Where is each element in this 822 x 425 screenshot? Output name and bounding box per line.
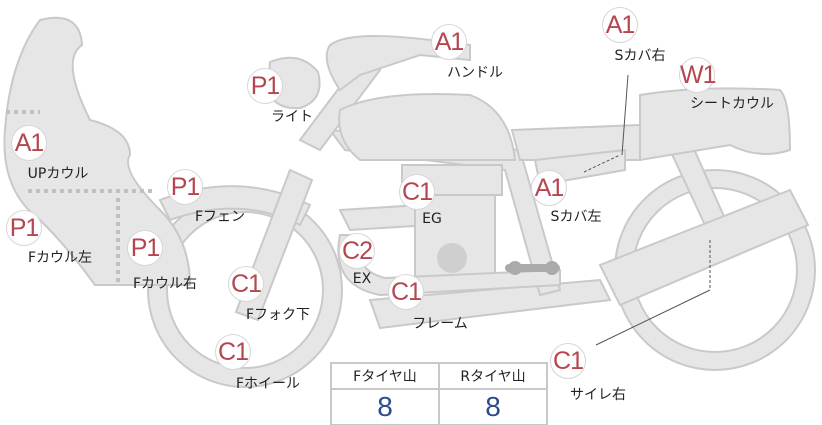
grade-badge: A1: [531, 170, 567, 206]
fuel-tank: [338, 93, 517, 161]
grade-badge: W1: [679, 57, 717, 93]
tire-tread-table: Fタイヤ山 Rタイヤ山 8 8: [330, 362, 548, 425]
part-label: Fカウル右: [132, 276, 198, 292]
part-label: EX: [352, 271, 372, 287]
part-label: Fフォク下: [245, 307, 311, 323]
part-label: フレーム: [412, 316, 468, 332]
part-label: シートカウル: [690, 96, 774, 112]
part-label: Sカバ右: [614, 48, 666, 64]
grade-badge: C2: [339, 233, 375, 269]
part-label: Sカバ左: [550, 209, 602, 225]
muffler: [598, 188, 810, 307]
grade-badge: A1: [602, 7, 638, 43]
grade-badge: A1: [431, 24, 467, 60]
part-label: Fカウル左: [27, 250, 93, 266]
grade-badge: C1: [228, 266, 264, 302]
headlight: [266, 56, 321, 110]
front-tire-label: Fタイヤ山: [330, 362, 440, 390]
grade-badge: P1: [247, 68, 283, 104]
grade-badge: C1: [399, 174, 435, 210]
grade-badge: C1: [388, 274, 424, 310]
rear-tire-value: 8: [438, 388, 548, 425]
part-label: EG: [422, 211, 442, 227]
front-tire-value: 8: [330, 388, 440, 425]
part-label: Fホイール: [235, 376, 301, 392]
rear-tire-label: Rタイヤ山: [438, 362, 548, 390]
fairing: [3, 16, 192, 286]
part-label: UPカウル: [27, 166, 89, 182]
part-label: サイレ右: [570, 387, 626, 403]
grade-badge: C1: [215, 334, 251, 370]
grade-badge: P1: [127, 230, 163, 266]
grade-badge: A1: [11, 125, 47, 161]
part-label: ハンドル: [447, 65, 503, 81]
part-label: ライト: [271, 109, 313, 125]
part-label: Fフェン: [194, 209, 246, 225]
grade-badge: P1: [167, 169, 203, 205]
grade-badge: P1: [6, 210, 42, 246]
grade-badge: C1: [550, 343, 586, 379]
